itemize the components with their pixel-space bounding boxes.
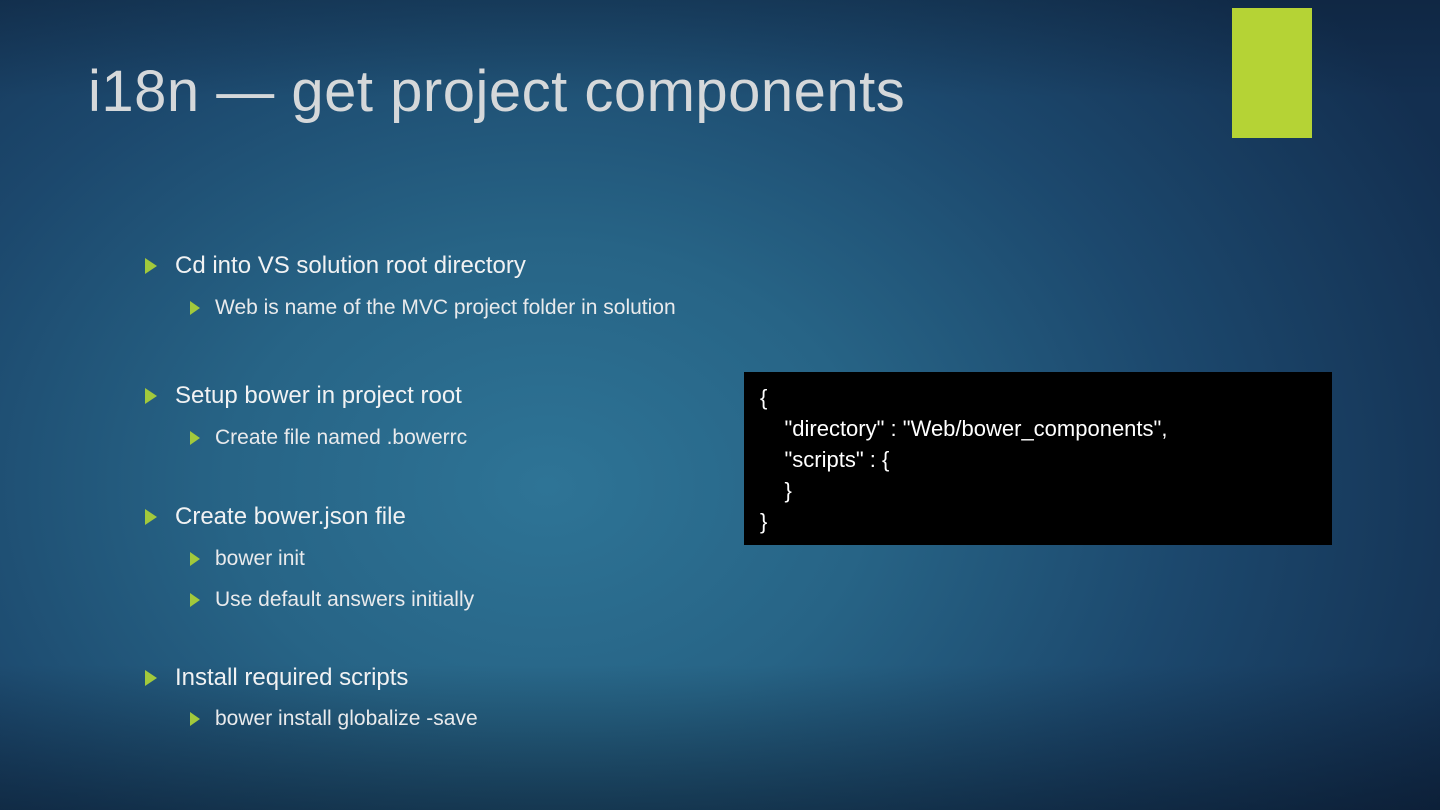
bullet-triangle-icon <box>145 509 157 525</box>
bullet-triangle-icon <box>145 388 157 404</box>
bullet-item: Create bower.json file <box>145 503 406 531</box>
bullet-item: bower init <box>190 547 305 571</box>
bullet-item: Setup bower in project root <box>145 382 462 410</box>
slide-title: i18n — get project components <box>88 59 906 124</box>
bullet-item: Install required scripts <box>145 664 408 692</box>
bullet-item: Web is name of the MVC project folder in… <box>190 296 676 320</box>
bullet-triangle-icon <box>145 258 157 274</box>
bullet-triangle-icon <box>190 301 200 315</box>
bullet-text: Setup bower in project root <box>175 382 462 409</box>
code-line: "scripts" : { <box>760 447 890 472</box>
bullet-triangle-icon <box>190 552 200 566</box>
bullet-triangle-icon <box>190 431 200 445</box>
bullet-item: Create file named .bowerrc <box>190 426 467 450</box>
bullet-text: Web is name of the MVC project folder in… <box>215 296 676 319</box>
bullet-text: Create file named .bowerrc <box>215 426 468 449</box>
bullet-text: Install required scripts <box>175 664 409 691</box>
bullet-triangle-icon <box>190 712 200 726</box>
bullet-item: Use default answers initially <box>190 588 474 612</box>
code-line: { <box>760 385 768 410</box>
code-line: } <box>760 478 792 503</box>
bullet-item: Cd into VS solution root directory <box>145 252 526 280</box>
bullet-triangle-icon <box>190 593 200 607</box>
bullet-text: Create bower.json file <box>175 503 406 530</box>
accent-bar <box>1232 8 1312 138</box>
bullet-text: bower init <box>215 547 305 570</box>
bullet-text: Use default answers initially <box>215 588 475 611</box>
bullet-text: Cd into VS solution root directory <box>175 252 526 279</box>
code-line: "directory" : "Web/bower_components", <box>760 416 1168 441</box>
bullet-item: bower install globalize -save <box>190 707 478 731</box>
code-line: } <box>760 509 768 534</box>
bullet-text: bower install globalize -save <box>215 707 478 730</box>
code-snippet-box: { "directory" : "Web/bower_components", … <box>744 372 1332 545</box>
bullet-triangle-icon <box>145 670 157 686</box>
